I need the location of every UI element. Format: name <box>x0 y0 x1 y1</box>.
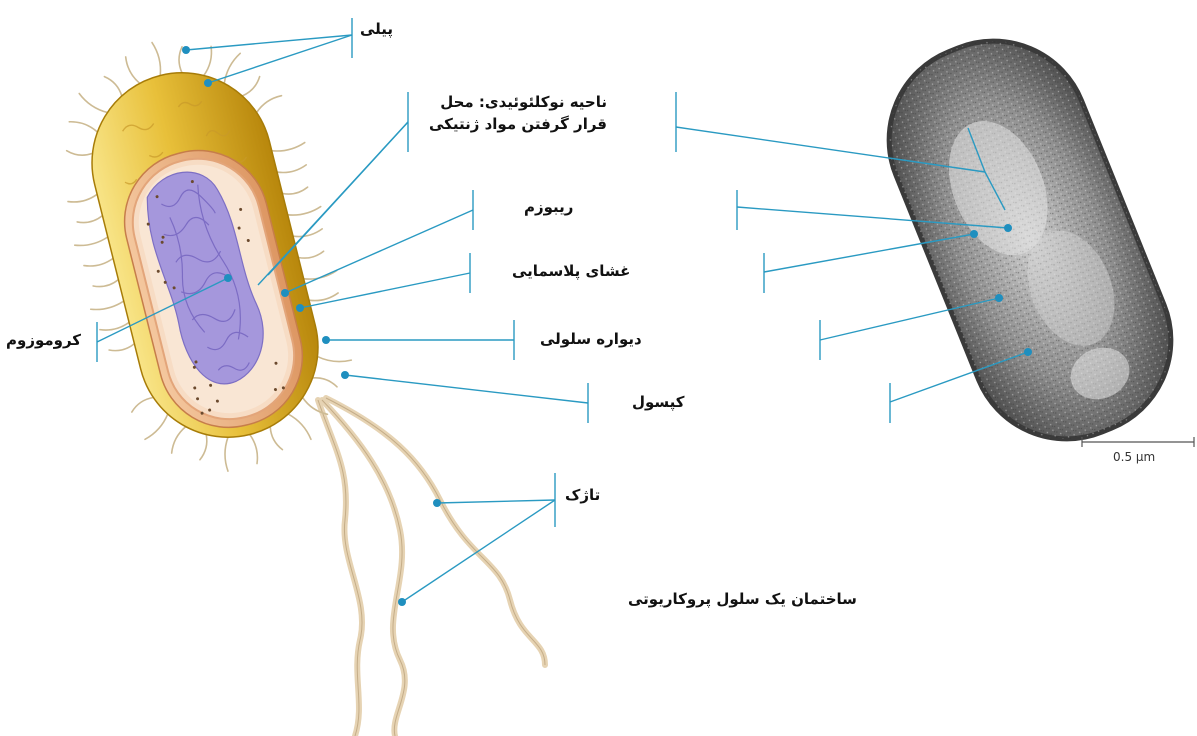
pilus <box>93 280 119 289</box>
pilus <box>239 77 263 96</box>
label-capsule: کپسول <box>632 393 685 411</box>
pilus <box>140 414 172 439</box>
pilus <box>317 349 351 368</box>
pilus <box>125 55 139 85</box>
label-plasma-membrane: غشای پلاسمایی <box>512 262 630 280</box>
scale-bar <box>1082 437 1194 447</box>
label-chromosome: کروموزوم <box>6 331 81 349</box>
pilus <box>288 207 322 218</box>
pilus <box>298 251 324 260</box>
tem-micrograph <box>860 12 1197 467</box>
pilus <box>79 88 107 118</box>
pilus <box>288 410 311 443</box>
pilus <box>313 373 337 392</box>
label-ribosome: ریبوزم <box>524 198 573 216</box>
figure-caption: ساختمان یک سلول پروکاریوتی <box>628 590 857 608</box>
pilus <box>194 435 211 460</box>
pilus <box>130 397 156 412</box>
label-nucleoid: ناحیه نوکلئوئیدی: محل قرار گرفتن مواد ژن… <box>412 92 607 136</box>
pilus <box>282 187 308 196</box>
pilus <box>277 165 307 175</box>
label-pili: پیلی <box>360 20 393 38</box>
label-cell-wall: دیواره سلولی <box>540 330 642 348</box>
pilus <box>197 46 217 75</box>
pilus <box>166 427 191 453</box>
pilus <box>272 143 306 154</box>
label-flagella: تاژک <box>565 486 600 504</box>
pilus <box>69 116 97 138</box>
pilus <box>84 258 114 268</box>
pilus <box>104 74 121 99</box>
pilus <box>77 216 103 225</box>
pilus <box>109 344 135 353</box>
pilus <box>91 301 125 312</box>
pilus <box>67 145 93 160</box>
pilus <box>75 237 109 248</box>
pilus <box>270 425 283 451</box>
pilus <box>254 96 284 113</box>
flagella <box>318 398 545 736</box>
scale-bar-label: 0.5 µm <box>1113 450 1155 464</box>
pilus <box>68 194 98 204</box>
pilus <box>220 437 236 471</box>
pilus <box>152 42 163 76</box>
pilus <box>250 434 260 464</box>
